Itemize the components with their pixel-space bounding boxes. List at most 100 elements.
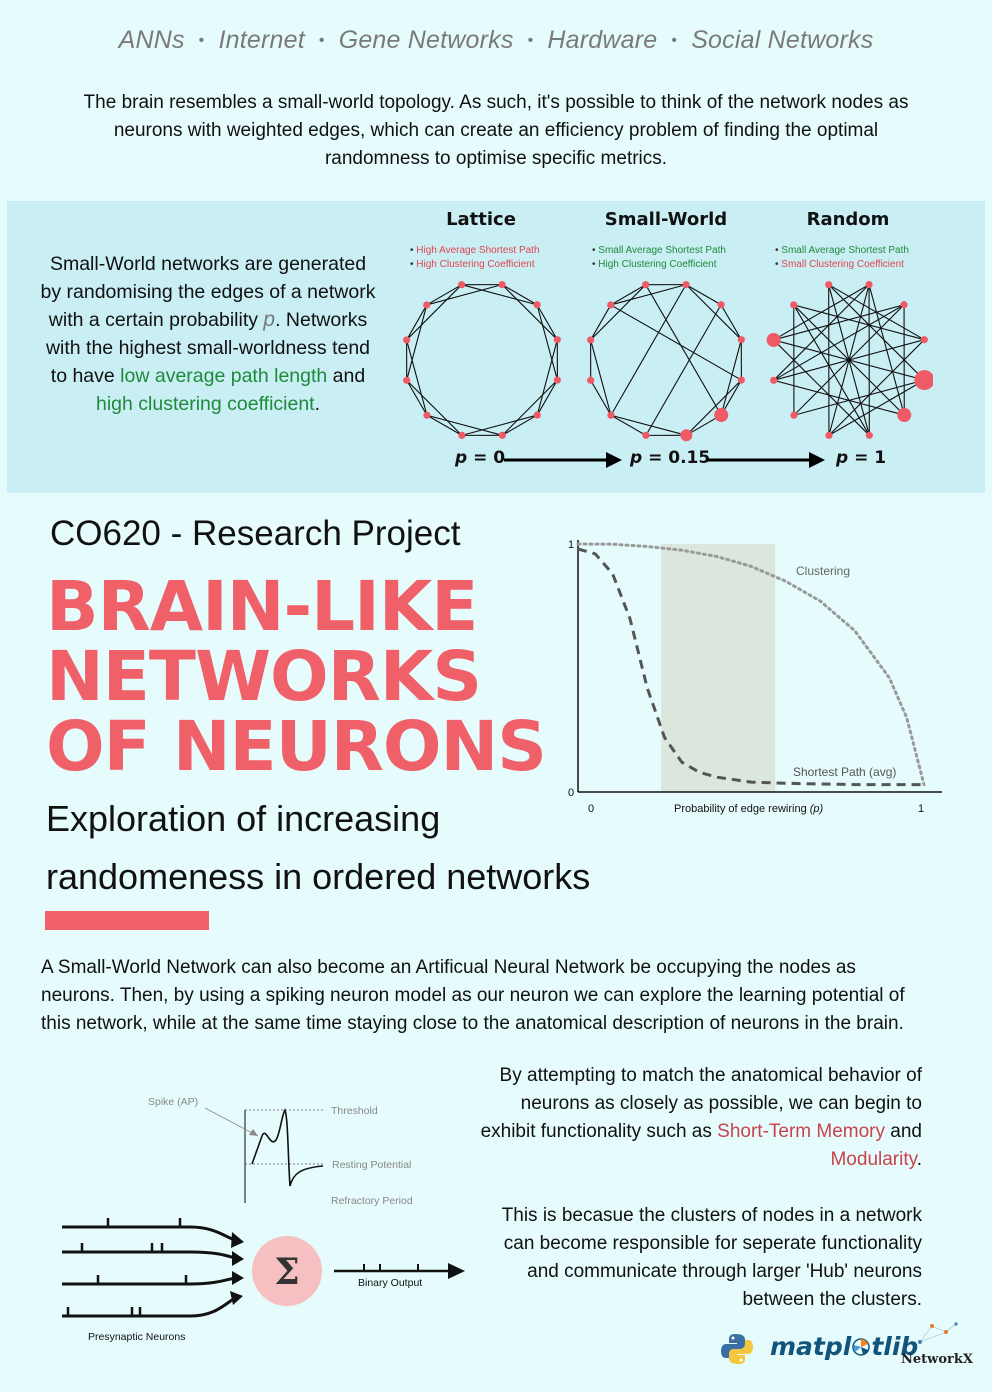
- network-node: [790, 411, 798, 419]
- network-node: [680, 429, 693, 442]
- network-node: [717, 301, 725, 309]
- network-node: [498, 431, 506, 439]
- p-label-0: p = 0: [455, 448, 506, 468]
- threshold-label: Threshold: [331, 1105, 378, 1117]
- network-edge: [685, 284, 742, 341]
- highlight-low-path: low average path length: [120, 365, 328, 387]
- network-edge: [406, 304, 428, 341]
- random-title: Random: [806, 209, 890, 230]
- presynaptic-inputs: [62, 1225, 236, 1318]
- network-edge: [461, 414, 538, 436]
- action-potential-plot: Spike (AP) Threshold Resting Potential R…: [148, 1096, 413, 1207]
- network-edge: [426, 284, 503, 306]
- spike-label: Spike (AP): [148, 1096, 198, 1108]
- network-edge: [793, 304, 925, 341]
- network-node: [423, 411, 431, 419]
- networkx-logo: NetworkX: [901, 1352, 973, 1367]
- page-title: BRAIN-LIKE NETWORKS OF NEURONS: [46, 567, 547, 787]
- network-edge: [502, 414, 538, 436]
- network-edge: [610, 414, 647, 436]
- network-edge: [868, 284, 905, 416]
- networkx-graph-icon: [918, 1322, 958, 1344]
- highlight-short-term-memory: Short-Term Memory: [717, 1121, 886, 1142]
- network-edge: [773, 379, 905, 416]
- network-edge: [461, 284, 538, 306]
- topic-item: Gene Networks: [338, 26, 514, 54]
- y-tick-label: 1: [568, 539, 574, 551]
- refractory-label: Refractory Period: [331, 1195, 413, 1207]
- small-world-region: [661, 544, 776, 792]
- lattice-network-diagram: [403, 281, 561, 439]
- lattice-bullets: • High Average Shortest Path • High Clus…: [410, 245, 540, 270]
- highlight-modularity: Modularity: [830, 1149, 917, 1170]
- summation-node: [252, 1236, 322, 1306]
- topic-separator: •: [671, 32, 678, 49]
- accent-bar: [45, 911, 209, 930]
- network-node: [587, 336, 595, 344]
- network-edge: [610, 414, 687, 436]
- network-node: [587, 376, 595, 384]
- binary-output-label: Binary Output: [358, 1277, 422, 1289]
- small-world-network-diagram: [587, 281, 745, 442]
- network-node: [865, 281, 873, 289]
- topic-list: ANNs•Internet•Gene Networks•Hardware•Soc…: [0, 26, 992, 55]
- network-edge: [536, 379, 558, 416]
- network-edge: [828, 379, 925, 436]
- network-node: [714, 408, 729, 423]
- highlight-high-clustering: high clustering coefficient: [95, 393, 315, 415]
- network-edge: [501, 379, 558, 436]
- topic-separator: •: [318, 32, 325, 49]
- network-edge: [406, 339, 428, 416]
- python-logo-icon: [721, 1334, 753, 1364]
- series-line-shortest-path-avg-: [577, 547, 924, 787]
- band-description: Small-World networks are generated by ra…: [40, 253, 376, 415]
- network-edge: [610, 304, 742, 381]
- network-edge: [685, 379, 742, 436]
- topic-separator: •: [198, 32, 205, 49]
- network-node: [642, 281, 650, 289]
- network-edge: [501, 284, 558, 341]
- network-edge: [536, 339, 558, 416]
- network-edge: [610, 284, 687, 416]
- network-edge: [610, 284, 687, 306]
- network-edge: [828, 284, 870, 436]
- network-node: [607, 411, 615, 419]
- network-node: [914, 370, 933, 391]
- network-edge: [590, 380, 612, 416]
- network-edge: [590, 339, 612, 416]
- network-node: [533, 301, 541, 309]
- small-world-bullets: • Small Average Shortest Path • High Clu…: [592, 245, 726, 270]
- network-edge: [406, 379, 463, 436]
- network-node: [553, 376, 561, 384]
- behavior-paragraph: By attempting to match the anatomical be…: [480, 1065, 922, 1170]
- network-node: [682, 281, 690, 289]
- network-edge: [828, 284, 925, 381]
- clusters-paragraph: This is becasue the clusters of nodes in…: [501, 1205, 922, 1310]
- network-node: [533, 411, 541, 419]
- topic-item: ANNs: [118, 26, 185, 54]
- network-node: [825, 431, 833, 439]
- arrow-icon: [707, 452, 825, 468]
- network-edge: [406, 284, 463, 341]
- network-edge: [720, 304, 742, 340]
- network-edge: [793, 304, 870, 436]
- arrow-icon: [504, 452, 622, 468]
- ann-paragraph: A Small-World Network can also become an…: [41, 957, 905, 1034]
- x-tick-label: 1: [918, 803, 924, 815]
- sigma-icon: Σ: [274, 1251, 299, 1293]
- network-edge: [773, 339, 870, 436]
- network-node: [498, 281, 506, 289]
- network-edge: [773, 284, 870, 341]
- p-label-015: p = 0.15: [630, 448, 711, 468]
- network-node: [458, 281, 466, 289]
- network-edge: [426, 284, 462, 306]
- series-line-clustering: [576, 542, 926, 787]
- resting-label: Resting Potential: [332, 1159, 411, 1171]
- network-node: [920, 336, 928, 344]
- network-node: [423, 301, 431, 309]
- network-edge: [590, 284, 647, 341]
- network-node: [900, 301, 908, 309]
- path-series-label: Shortest Path (avg): [793, 765, 896, 779]
- network-node: [403, 336, 411, 344]
